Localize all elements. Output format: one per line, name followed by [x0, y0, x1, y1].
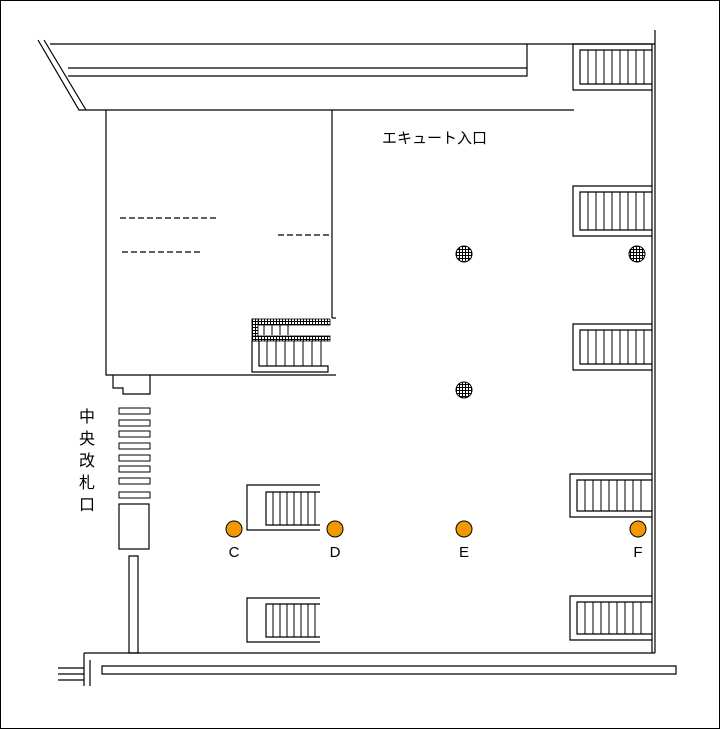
walls	[37, 30, 677, 686]
exit-marker-icon[interactable]	[225, 520, 243, 538]
gate-label-char: 口	[79, 497, 95, 514]
stairs-inner	[265, 603, 320, 638]
exit-label-c: C	[229, 544, 240, 561]
stairs-rungs	[587, 192, 645, 230]
exit-label-f: F	[633, 544, 642, 561]
ticket-gate	[118, 442, 151, 450]
stairs-rungs	[587, 330, 645, 364]
top-corridor-outer	[37, 39, 574, 111]
stairs-rungs	[272, 492, 316, 525]
ticket-gate	[118, 430, 151, 438]
gate-rail	[128, 555, 139, 654]
stairs-outer	[569, 595, 652, 641]
stairs-outer	[572, 43, 652, 91]
stairs-inner	[576, 601, 652, 635]
bottom-left-steps	[58, 667, 84, 681]
gate-cabinet	[118, 503, 150, 550]
gate-booth	[112, 375, 151, 395]
stairs-rungs	[587, 50, 645, 84]
ticket-gate	[118, 454, 151, 462]
stairs-inner	[576, 479, 652, 512]
stairs-outer	[569, 473, 652, 518]
inner-stairs-top-rungs	[263, 325, 289, 335]
stairs-outer	[246, 484, 320, 531]
hatched-pillar-icon	[628, 245, 646, 263]
exit-markers	[225, 520, 647, 538]
inner-stairs-hatch-mid	[251, 335, 331, 342]
right-stairs	[569, 43, 652, 641]
top-corridor-diagonal	[43, 39, 87, 111]
center-stairs	[246, 484, 320, 643]
inner-stairs-hatch-top	[251, 318, 331, 326]
stairs-rungs	[272, 604, 316, 637]
stairs-inner	[579, 191, 652, 231]
stairs-icon	[572, 43, 652, 91]
stairs-icon	[246, 597, 320, 643]
hatched-pillar-icon	[455, 245, 473, 263]
gate-label-char: 央	[79, 430, 95, 448]
top-corridor-rail	[68, 67, 528, 77]
exit-marker-icon[interactable]	[629, 520, 647, 538]
ticket-gate	[118, 419, 151, 427]
stairs-outer	[246, 597, 320, 643]
ticket-gates	[118, 407, 151, 499]
gate-label-char: 中	[79, 408, 95, 426]
ticket-gate	[118, 407, 151, 415]
gate-label-char: 札	[79, 474, 95, 492]
ticket-gate	[118, 465, 151, 473]
inner-stairs	[251, 318, 331, 373]
hatched-pillar-icon	[455, 381, 473, 399]
exit-marker-icon[interactable]	[455, 520, 473, 538]
pillars	[455, 245, 646, 399]
inner-stairs-rungs	[266, 341, 322, 366]
stairs-rungs	[584, 602, 642, 634]
dashed-markings	[120, 217, 332, 253]
stairs-icon	[246, 484, 320, 531]
bottom-rail	[101, 665, 677, 675]
stairs-icon	[572, 185, 652, 237]
exit-label-e: E	[459, 544, 469, 561]
stairs-outer	[572, 185, 652, 237]
stairs-inner	[579, 329, 652, 365]
inner-stairs-outline	[251, 341, 329, 373]
left-block	[105, 110, 336, 376]
stairs-icon	[569, 595, 652, 641]
stairs-rungs	[584, 480, 642, 511]
stairs-inner	[579, 49, 652, 85]
stairs-outer	[572, 323, 652, 371]
stairs-icon	[569, 473, 652, 518]
ticket-gate	[118, 477, 151, 485]
stairs-inner	[265, 491, 320, 526]
stairs-icon	[572, 323, 652, 371]
exit-label-d: D	[330, 544, 341, 561]
gate-label-char: 改	[79, 452, 95, 470]
entrance-label: エキュート入口	[382, 130, 487, 147]
ticket-gate	[118, 491, 151, 499]
exit-marker-icon[interactable]	[326, 520, 344, 538]
